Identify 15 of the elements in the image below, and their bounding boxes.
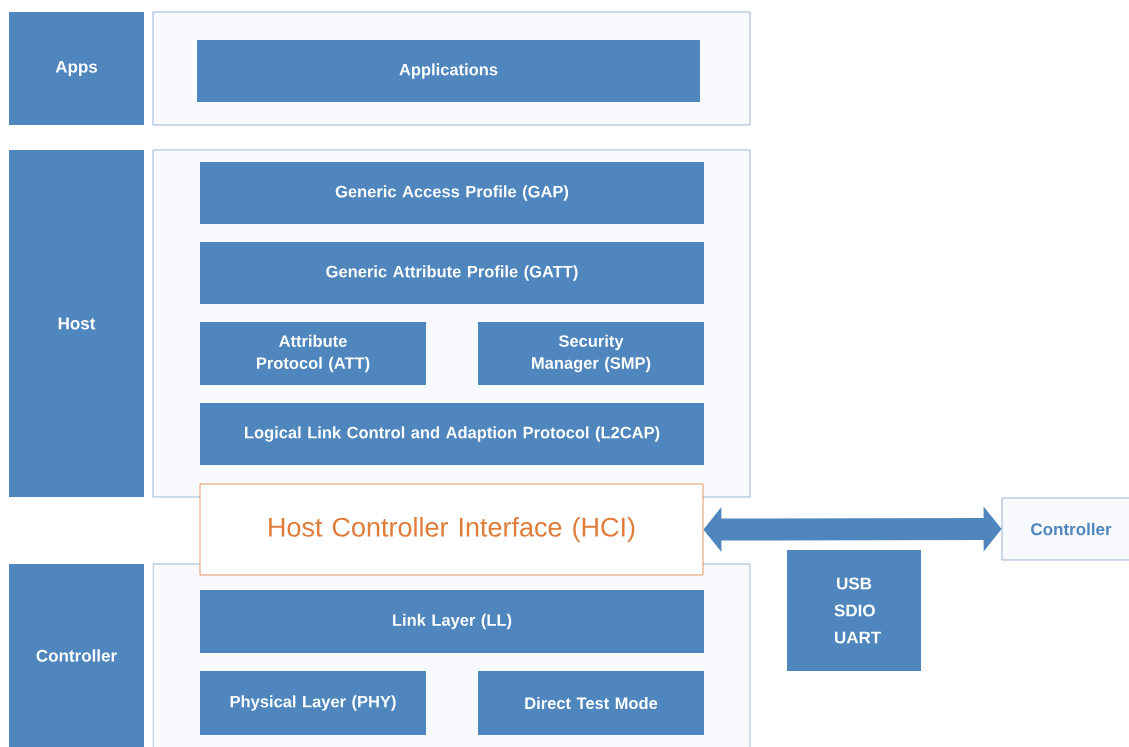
protocol-box: Generic Attribute Profile (GATT) <box>200 242 704 304</box>
interface-box: Host Controller Interface (HCI) <box>199 483 704 576</box>
layer-label-box: Host <box>9 150 144 497</box>
layer-label-box: Apps <box>9 12 144 125</box>
protocol-box: Security Manager (SMP) <box>478 322 704 385</box>
protocol-box: Logical Link Control and Adaption Protocol (L2CAP) <box>200 403 704 465</box>
transport-box: USB SDIO UART <box>787 550 921 671</box>
protocol-box: Attribute Protocol (ATT) <box>200 322 426 385</box>
protocol-box: Link Layer (LL) <box>200 590 704 653</box>
layer-label-box: Controller <box>9 564 144 747</box>
protocol-box: Generic Access Profile (GAP) <box>200 162 704 224</box>
protocol-box: Applications <box>197 40 700 102</box>
protocol-box: Direct Test Mode <box>478 671 704 735</box>
protocol-box: Physical Layer (PHY) <box>200 671 426 735</box>
controller-box: Controller <box>1001 497 1129 561</box>
